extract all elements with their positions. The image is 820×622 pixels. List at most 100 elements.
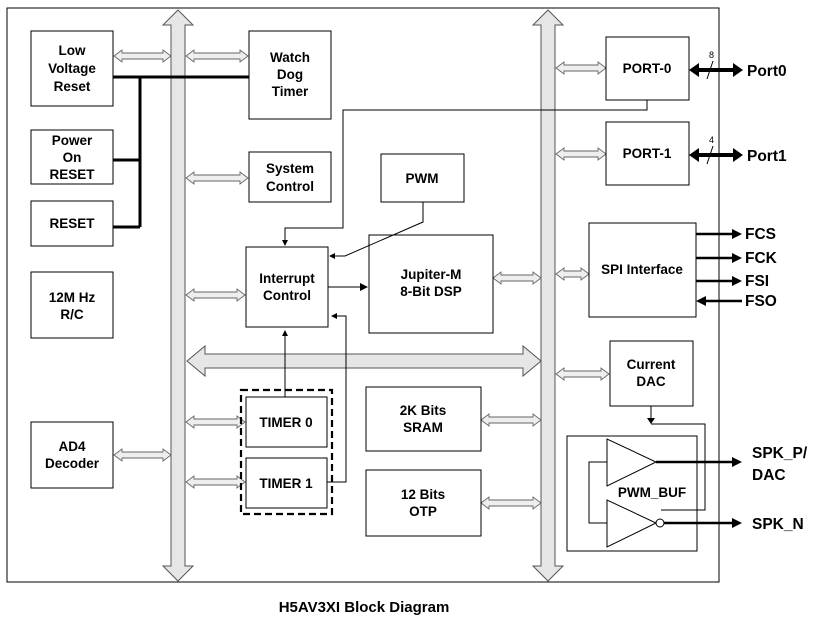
timer-group-outline <box>239 388 334 516</box>
bus-arrow-intctl <box>185 288 246 302</box>
fsi-pin-label: FSI <box>745 273 769 290</box>
svg-text:TIMER 0: TIMER 0 <box>259 415 312 430</box>
interrupt-control-label: Interrupt <box>259 271 315 286</box>
svg-text:Jupiter-M8-Bit DSP: Jupiter-M 8-Bit DSP <box>400 267 462 299</box>
pwm-buf-block: PWM_BUF <box>566 435 698 552</box>
watchdog-timer-label: Timer <box>272 84 309 99</box>
svg-text:PWM: PWM <box>406 171 439 186</box>
port1-pin: 4 Port1 <box>689 135 787 165</box>
reset-label: RESET <box>49 216 95 231</box>
svg-text:PORT-0: PORT-0 <box>623 61 672 76</box>
port0-label: PORT-0 <box>623 61 672 76</box>
timer1-block: TIMER 1 <box>245 457 328 509</box>
bus-arrow-dsp <box>492 271 542 285</box>
port1-bus-width: 4 <box>709 135 714 145</box>
timer1-label: TIMER 1 <box>259 476 313 491</box>
svg-text:TIMER 1: TIMER 1 <box>259 476 313 491</box>
low-voltage-reset-label: Voltage <box>48 61 96 76</box>
low-voltage-reset-label: Low <box>59 43 86 58</box>
sram-label: 2K Bits <box>400 403 447 418</box>
bus-arrow-sysctl <box>185 171 249 185</box>
watchdog-timer-label: Watch <box>270 50 310 65</box>
bus-arrow-wdt <box>185 49 249 63</box>
port0-bus-width: 8 <box>709 50 714 60</box>
low-voltage-reset-label: Reset <box>54 79 91 94</box>
svg-text:12M HzR/C: 12M Hz R/C <box>49 290 96 322</box>
spk-n-pin-label: SPK_N <box>752 516 804 533</box>
pwm-buf-label: PWM_BUF <box>618 485 686 500</box>
dsp-label: 8-Bit DSP <box>400 284 462 299</box>
pwm-block: PWM <box>380 153 465 203</box>
oscillator-label: R/C <box>60 307 84 322</box>
speaker-pins: SPK_P/ DAC SPK_N <box>656 445 808 533</box>
sram-label: SRAM <box>403 420 443 435</box>
bus-arrow-otp <box>480 496 542 510</box>
port1-pin-label: Port1 <box>747 148 787 165</box>
watchdog-timer-label: Dog <box>277 67 303 82</box>
spi-interface-label: SPI Interface <box>601 262 683 277</box>
ad4-decoder-label: Decoder <box>45 456 100 471</box>
bus-arrow-sram <box>480 413 542 427</box>
svg-text:PWM_BUF: PWM_BUF <box>618 485 686 500</box>
right-vertical-bus <box>531 9 565 582</box>
oscillator-block: 12M Hz R/C <box>30 271 114 339</box>
timer0-label: TIMER 0 <box>259 415 312 430</box>
port0-pin-label: Port0 <box>747 63 787 80</box>
svg-text:SPI Interface: SPI Interface <box>601 262 683 277</box>
bus-arrow-dac <box>555 367 610 381</box>
port1-block: PORT-1 <box>605 121 690 186</box>
spk-p-dac-pin-label: DAC <box>752 467 786 484</box>
port1-label: PORT-1 <box>623 146 672 161</box>
bus-arrow-timer0 <box>185 415 246 429</box>
spk-p-pin-label: SPK_P/ <box>752 445 808 462</box>
interrupt-control-label: Control <box>263 288 311 303</box>
bus-arrow-timer1 <box>185 475 246 489</box>
port0-block: PORT-0 <box>605 36 690 101</box>
reset-wiring <box>113 75 249 229</box>
ad4-decoder-label: AD4 <box>58 439 85 454</box>
power-on-reset-label: On <box>63 150 82 165</box>
otp-label: 12 Bits <box>401 487 445 502</box>
otp-label: OTP <box>409 504 437 519</box>
current-dac-label: DAC <box>636 374 665 389</box>
spi-pins: FCS FCK FSI FSO <box>696 226 778 310</box>
system-control-label: System <box>266 161 314 176</box>
power-on-reset-label: RESET <box>49 167 95 182</box>
fck-pin-label: FCK <box>745 250 778 267</box>
system-control-label: Control <box>266 179 314 194</box>
port0-pin: 8 Port0 <box>689 50 787 80</box>
horizontal-internal-bus <box>186 344 542 378</box>
fso-pin-label: FSO <box>745 293 777 310</box>
svg-text:PORT-1: PORT-1 <box>623 146 672 161</box>
dsp-label: Jupiter-M <box>401 267 462 282</box>
reset-block: RESET <box>30 200 114 247</box>
spi-interface-block: SPI Interface <box>588 222 697 318</box>
timer0-block: TIMER 0 <box>245 396 328 448</box>
power-on-reset-label: Power <box>52 133 93 148</box>
left-vertical-bus <box>161 9 195 582</box>
dsp-block: Jupiter-M 8-Bit DSP <box>368 234 494 334</box>
oscillator-label: 12M Hz <box>49 290 96 305</box>
diagram-title: H5AV3XI Block Diagram <box>279 599 450 616</box>
fcs-pin-label: FCS <box>745 226 776 243</box>
bus-connectors <box>113 49 610 510</box>
bus-arrow-ad4 <box>113 448 172 462</box>
internal-signals <box>282 100 648 483</box>
